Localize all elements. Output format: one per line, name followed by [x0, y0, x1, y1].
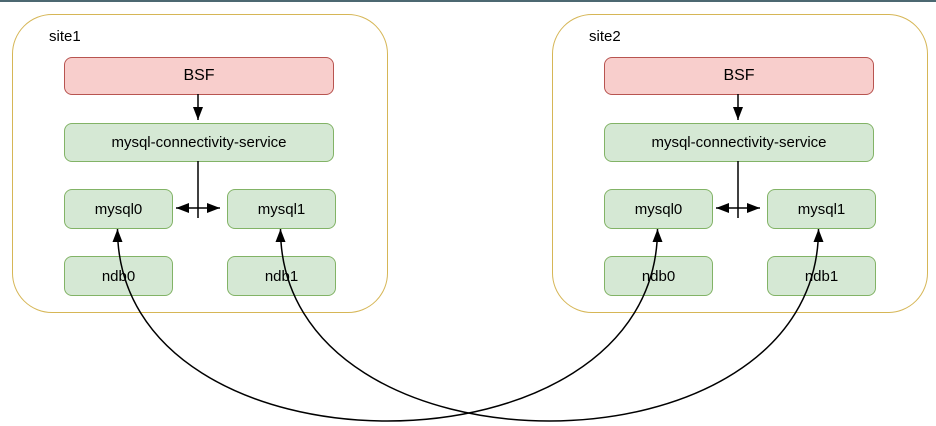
- site1-mysql-connectivity-service-node: mysql-connectivity-service: [64, 123, 334, 162]
- site1-mysql1-node: mysql1: [227, 189, 336, 229]
- site2-mysql-connectivity-service-node: mysql-connectivity-service: [604, 123, 874, 162]
- site2-bsf-node: BSF: [604, 57, 874, 95]
- top-accent-bar: [0, 0, 936, 2]
- site2-mysql1-node: mysql1: [767, 189, 876, 229]
- site1-ndb0-node: ndb0: [64, 256, 173, 296]
- site1-title: site1: [49, 28, 81, 45]
- site2-ndb0-node: ndb0: [604, 256, 713, 296]
- site1-bsf-node: BSF: [64, 57, 334, 95]
- site1-container: site1 BSF mysql-connectivity-service mys…: [12, 14, 388, 313]
- site1-mysql0-node: mysql0: [64, 189, 173, 229]
- site2-mysql0-node: mysql0: [604, 189, 713, 229]
- site2-ndb1-node: ndb1: [767, 256, 876, 296]
- site2-container: site2 BSF mysql-connectivity-service mys…: [552, 14, 928, 313]
- site2-title: site2: [589, 28, 621, 45]
- site1-ndb1-node: ndb1: [227, 256, 336, 296]
